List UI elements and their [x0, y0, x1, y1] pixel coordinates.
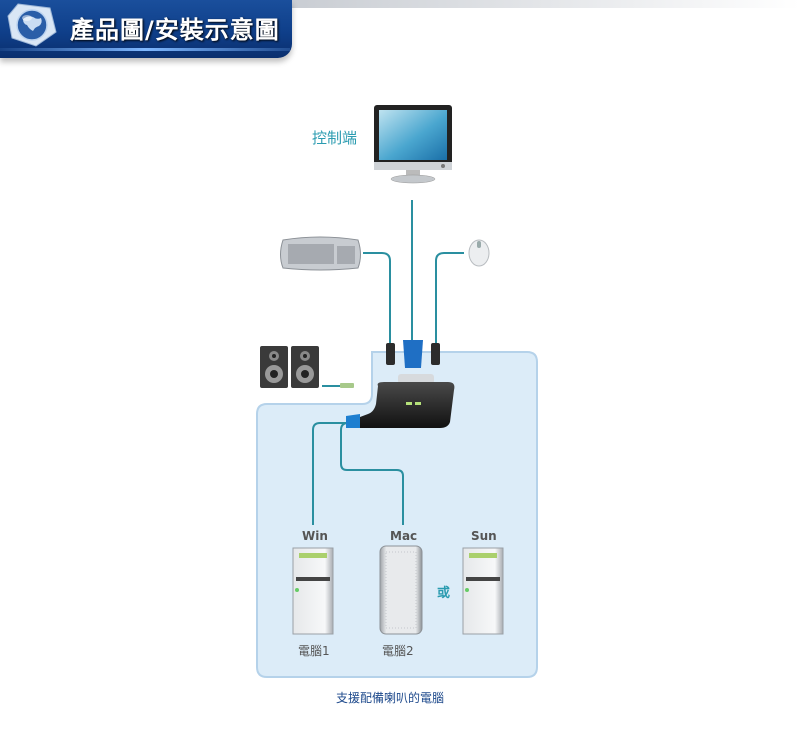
sun-computer-icon: [462, 547, 504, 635]
globe-icon: [6, 2, 58, 48]
mac-cable: [340, 422, 404, 525]
mac-label: Mac: [390, 529, 418, 543]
win-computer-icon: [292, 547, 334, 635]
header-highlight: [0, 48, 290, 51]
footer-caption: 支援配備喇叭的電腦: [336, 691, 445, 705]
win-label: Win: [302, 529, 328, 543]
connectors: [386, 340, 440, 368]
computer2-caption: 電腦2: [382, 644, 414, 658]
mouse-icon: [468, 239, 490, 267]
header-shadow: [292, 0, 800, 8]
mouse-cable: [435, 252, 464, 345]
speakers-icon: [260, 346, 354, 388]
or-label: 或: [437, 586, 451, 601]
win-cable: [312, 422, 350, 525]
sun-label: Sun: [471, 529, 497, 543]
keyboard-cable: [363, 252, 391, 345]
monitor-icon: [374, 105, 452, 184]
kvm-switch-icon: [346, 374, 455, 428]
cables: [312, 200, 464, 525]
keyboard-icon: [280, 236, 361, 271]
computer1-caption: 電腦1: [298, 644, 330, 658]
console-label: 控制端: [312, 129, 358, 147]
mac-computer-icon: [379, 545, 423, 635]
page-title: 產品圖/安裝示意圖: [70, 16, 280, 44]
